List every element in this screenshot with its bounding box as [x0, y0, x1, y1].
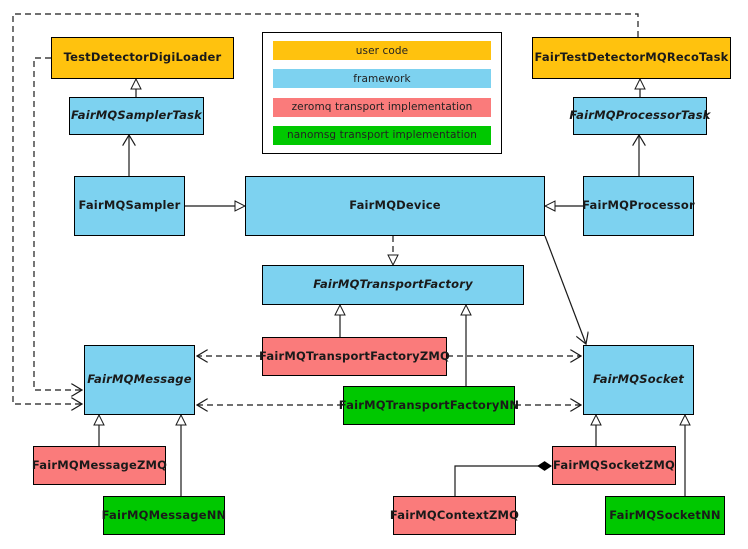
class-node-fair-mq-socket-zmq[interactable]: FairMQSocketZMQ — [552, 446, 676, 485]
legend-label-user-code: user code — [355, 44, 409, 57]
legend-panel: user code framework zeromq transport imp… — [262, 32, 502, 154]
class-node-fair-mq-socket[interactable]: FairMQSocket — [583, 345, 694, 415]
class-label: FairMQProcessor — [582, 198, 695, 213]
class-node-test-detector-digi-loader[interactable]: TestDetectorDigiLoader — [51, 37, 234, 79]
class-label: FairMQDevice — [349, 198, 441, 213]
class-node-fair-mq-transport-factory-nn[interactable]: FairMQTransportFactoryNN — [339, 386, 519, 425]
class-node-fair-mq-processor[interactable]: FairMQProcessor — [582, 176, 695, 236]
legend-row-framework: framework — [273, 69, 491, 89]
class-node-fair-mq-message[interactable]: FairMQMessage — [84, 345, 195, 415]
legend-row-zeromq: zeromq transport implementation — [273, 97, 491, 117]
class-node-fair-mq-transport-factory-zmq[interactable]: FairMQTransportFactoryZMQ — [259, 337, 451, 376]
class-node-fair-mq-sampler[interactable]: FairMQSampler — [74, 176, 185, 236]
class-node-fair-mq-device[interactable]: FairMQDevice — [245, 176, 545, 236]
class-label: FairMQSocket — [592, 372, 685, 387]
class-label: FairMQSamplerTask — [71, 108, 202, 123]
class-label: FairMQSocketNN — [609, 507, 721, 522]
class-node-fair-mq-processor-task[interactable]: FairMQProcessorTask — [569, 97, 710, 135]
class-node-fair-mq-sampler-task[interactable]: FairMQSamplerTask — [69, 97, 204, 135]
class-label: TestDetectorDigiLoader — [63, 50, 222, 65]
edge-contextzmq-to-socketzmq — [454, 461, 552, 496]
edge-device-to-socket — [544, 235, 586, 344]
class-node-fair-mq-message-nn[interactable]: FairMQMessageNN — [101, 496, 227, 535]
legend-label-nanomsg: nanomsg transport implementation — [286, 129, 478, 142]
class-node-fair-mq-message-zmq[interactable]: FairMQMessageZMQ — [31, 446, 168, 485]
class-label: FairMQContextZMQ — [389, 507, 520, 522]
class-label: FairTestDetectorMQRecoTask — [534, 50, 729, 65]
legend-row-nanomsg: nanomsg transport implementation — [273, 125, 491, 145]
class-node-fair-mq-socket-nn[interactable]: FairMQSocketNN — [605, 496, 725, 535]
class-node-fair-mq-context-zmq[interactable]: FairMQContextZMQ — [389, 496, 520, 535]
legend-label-framework: framework — [353, 72, 411, 85]
class-label: FairMQMessage — [87, 372, 192, 387]
class-label: FairMQTransportFactory — [313, 277, 473, 292]
class-label: FairMQSampler — [78, 198, 181, 213]
class-label: FairMQTransportFactoryZMQ — [259, 348, 451, 363]
class-label: FairMQSocketZMQ — [553, 457, 675, 472]
class-label: FairMQTransportFactoryNN — [338, 397, 520, 412]
legend-row-user-code: user code — [273, 41, 491, 60]
class-node-fair-mq-transport-factory[interactable]: FairMQTransportFactory — [262, 265, 524, 305]
class-label: FairMQProcessorTask — [569, 108, 711, 123]
legend-label-zeromq: zeromq transport implementation — [291, 101, 473, 114]
class-node-fair-test-detector-mq-reco-task[interactable]: FairTestDetectorMQRecoTask — [532, 37, 731, 79]
class-label: FairMQMessageZMQ — [31, 457, 168, 472]
class-label: FairMQMessageNN — [101, 507, 227, 522]
